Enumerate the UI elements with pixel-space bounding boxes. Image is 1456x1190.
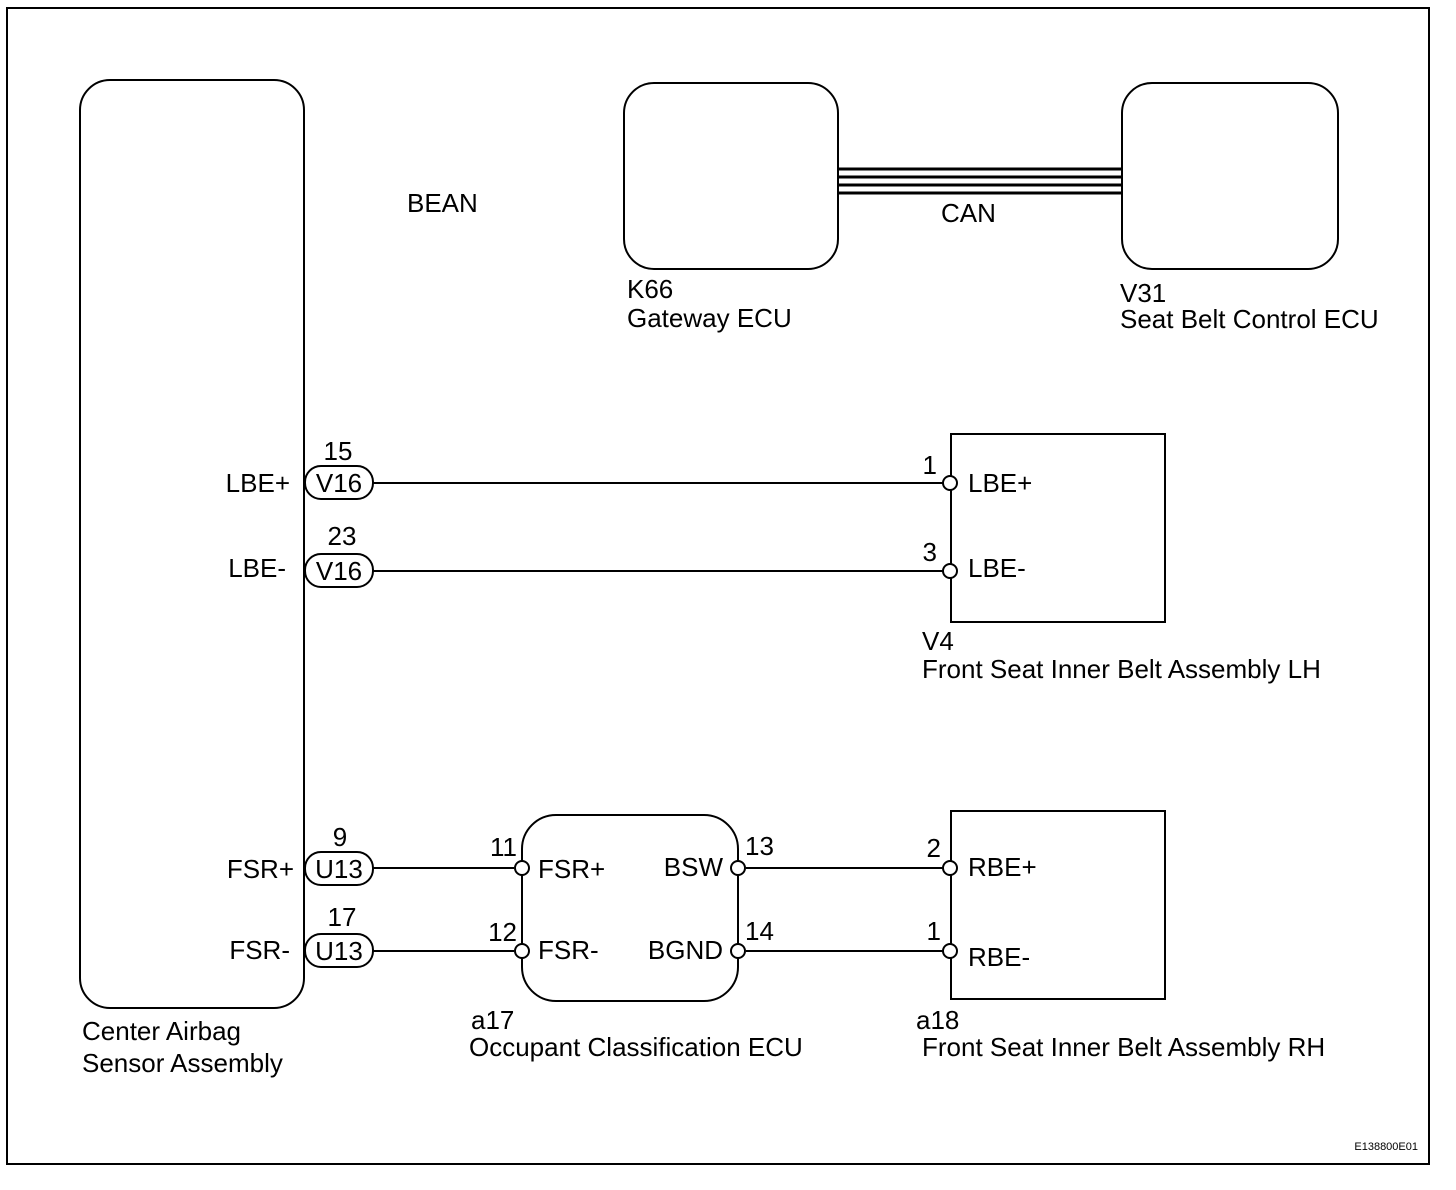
occupant-pin-label-fsr-plus: FSR+	[538, 854, 605, 884]
connector-u13-label-upper: U13	[315, 854, 363, 884]
belt-rh-pin-label-rbe-minus: RBE-	[968, 942, 1030, 972]
belt-rh-pin-label-rbe-plus: RBE+	[968, 852, 1037, 882]
terminal-occupant-pin14	[730, 943, 746, 959]
occupant-pin-number-12: 12	[488, 917, 517, 947]
terminal-rh-pin1	[942, 943, 958, 959]
sensor-pin-label-fsr-minus: FSR-	[229, 935, 290, 965]
can-bus-lines	[838, 167, 1122, 195]
seat-belt-control-ecu-name: Seat Belt Control ECU	[1120, 304, 1379, 334]
belt-rh-pin-number-1: 1	[927, 916, 941, 946]
center-airbag-label-line1: Center Airbag	[82, 1016, 241, 1046]
belt-lh-name: Front Seat Inner Belt Assembly LH	[922, 654, 1321, 684]
connector-pin-number-15: 15	[324, 436, 353, 466]
connector-v16-label-upper: V16	[316, 468, 362, 498]
connector-v16-label-lower: V16	[316, 556, 362, 586]
belt-lh-pin-number-3: 3	[923, 537, 937, 567]
seat-belt-control-ecu-box	[1121, 82, 1339, 270]
occupant-pin-number-11: 11	[490, 832, 517, 862]
seat-belt-control-ecu-code: V31	[1120, 278, 1166, 308]
occupant-pin-label-bgnd: BGND	[648, 935, 723, 965]
belt-lh-box	[950, 433, 1166, 623]
gateway-ecu-box	[623, 82, 839, 270]
terminal-occupant-pin12	[514, 943, 530, 959]
belt-rh-pin-number-2: 2	[927, 833, 941, 863]
terminal-rh-pin2	[942, 860, 958, 876]
gateway-ecu-code: K66	[627, 274, 673, 304]
gateway-ecu-name: Gateway ECU	[627, 303, 792, 333]
belt-lh-code: V4	[922, 626, 954, 656]
occupant-classification-ecu-box	[521, 814, 739, 1002]
occupant-pin-label-bsw: BSW	[664, 852, 724, 882]
center-airbag-sensor-box	[79, 79, 305, 1009]
wire-lbe-minus: LBE- 23 V16 3 LBE-	[228, 521, 1026, 588]
belt-lh-pin-number-1: 1	[923, 450, 937, 480]
sensor-pin-label-fsr-plus: FSR+	[227, 854, 294, 884]
belt-rh-name: Front Seat Inner Belt Assembly RH	[922, 1032, 1325, 1062]
wire-fsr-minus: FSR- 17 U13 12 FSR- BGND 14 1 RBE-	[229, 902, 1030, 972]
belt-rh-code: a18	[916, 1005, 959, 1035]
can-label: CAN	[941, 198, 996, 228]
occupant-ecu-code: a17	[471, 1005, 514, 1035]
connector-pin-number-17: 17	[328, 902, 357, 932]
center-airbag-label-line2: Sensor Assembly	[82, 1048, 283, 1078]
terminal-lh-pin1	[942, 475, 958, 491]
occupant-pin-label-fsr-minus: FSR-	[538, 935, 599, 965]
bean-label: BEAN	[407, 188, 478, 218]
connector-pin-number-23: 23	[328, 521, 357, 551]
connector-pin-number-9: 9	[333, 822, 347, 852]
sensor-pin-label-lbe-minus: LBE-	[228, 553, 286, 583]
terminal-lh-pin3	[942, 563, 958, 579]
wire-lbe-plus: LBE+ 15 V16 1 LBE+	[226, 436, 1032, 500]
belt-rh-box	[950, 810, 1166, 1000]
belt-lh-pin-label-lbe-plus: LBE+	[968, 468, 1032, 498]
sensor-pin-label-lbe-plus: LBE+	[226, 468, 290, 498]
occupant-pin-number-14: 14	[745, 916, 774, 946]
diagram-frame	[6, 7, 1430, 1165]
belt-lh-pin-label-lbe-minus: LBE-	[968, 553, 1026, 583]
occupant-pin-number-13: 13	[745, 831, 774, 861]
wire-fsr-plus: FSR+ 9 U13 11 FSR+ BSW 13 2 RBE+	[227, 822, 1037, 886]
connector-u13-label-lower: U13	[315, 936, 363, 966]
terminal-occupant-pin11	[514, 860, 530, 876]
occupant-ecu-name: Occupant Classification ECU	[469, 1032, 803, 1062]
terminal-occupant-pin13	[730, 860, 746, 876]
diagram-id: E138800E01	[1354, 1141, 1418, 1153]
